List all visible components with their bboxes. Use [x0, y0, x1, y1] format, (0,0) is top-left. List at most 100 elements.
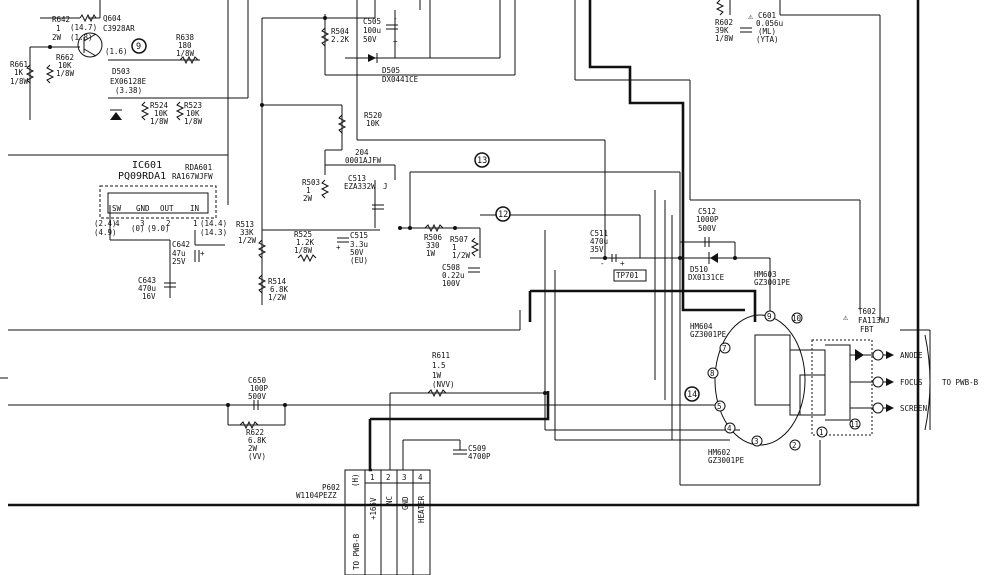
- fbt-pin-circles: [707, 310, 861, 451]
- c509-value: 4700P: [468, 452, 491, 461]
- capacitors: [164, 24, 752, 455]
- r622-value: 6.8K: [248, 436, 267, 445]
- r661-rating: 1/8W: [10, 77, 29, 86]
- polarity-minus-c505: -: [393, 14, 398, 23]
- r503-value: 1: [306, 186, 311, 195]
- ic601-num-3: 3: [140, 219, 145, 228]
- c512-name: C512: [698, 207, 716, 216]
- c509-name: C509: [468, 444, 486, 453]
- r638-name: R638: [176, 33, 195, 42]
- r602-name: R602: [715, 18, 733, 27]
- t602-part: FA113WJ: [858, 316, 890, 325]
- marker-9: 9: [136, 42, 141, 52]
- d510-name: D510: [690, 265, 709, 274]
- r513-value: 33K: [240, 228, 254, 237]
- r503-rating: 2W: [303, 194, 313, 203]
- c601-warning-icon: ⚠: [748, 12, 753, 22]
- ic601-num-2: 2: [166, 219, 171, 228]
- fbt-pin-4: 4: [727, 424, 732, 433]
- tp701-label: TP701: [616, 271, 639, 280]
- p602-num-1: 1: [370, 473, 375, 482]
- r662-value: 10K: [58, 61, 72, 70]
- r506-rating: 1W: [426, 249, 436, 258]
- ic601-v1: (2.4): [94, 219, 117, 228]
- c643-value: 470u: [138, 284, 156, 293]
- r602-rating: 1/8W: [715, 34, 734, 43]
- r506-value: 330: [426, 241, 440, 250]
- ic601-part: PQ09RDA1: [118, 171, 166, 182]
- c601-name: C601: [758, 11, 776, 20]
- c512-value: 1000P: [696, 215, 719, 224]
- fbt-screen-label: SCREEN: [900, 404, 927, 413]
- c650-name: C650: [248, 376, 267, 385]
- p602-pin-gnd: GND: [401, 496, 410, 510]
- ic601-outline: [99, 185, 217, 219]
- p602-to-pwb: TO PWB-B: [352, 533, 361, 570]
- to-pwb-b-label: TO PWB-B: [942, 378, 979, 387]
- fbt-pin-3: 3: [754, 437, 759, 446]
- fbt-pin-7: 7: [722, 344, 727, 353]
- q604-name: Q604: [103, 14, 122, 23]
- ic601-num-1: 1: [193, 219, 198, 228]
- ic601-pin-gnd: GND: [136, 204, 150, 213]
- r611-rating: 1W: [432, 371, 442, 380]
- c513-value: EZA332W: [344, 182, 376, 191]
- c643-name: C643: [138, 276, 156, 285]
- ic601-v4: (9.0): [147, 224, 170, 233]
- component-labels: R642 1 2W Q604 C3928AR (14.7) (1.8) (1.6…: [10, 11, 979, 570]
- polarity-minus-c511: -: [600, 259, 605, 268]
- r513-name: R513: [236, 220, 254, 229]
- r520-value: 10K: [366, 119, 380, 128]
- c515-value: 3.3u: [350, 240, 368, 249]
- c642-rating: 25V: [172, 257, 186, 266]
- c513-part: 0001AJFW: [345, 156, 382, 165]
- t602-type: FBT: [860, 325, 874, 334]
- r622-grade: (VV): [248, 452, 266, 461]
- r507-value: 1: [452, 243, 457, 252]
- hm604-name: HM604: [690, 322, 713, 331]
- c513-ref: 204: [355, 148, 369, 157]
- fbt-pin-8: 8: [710, 369, 715, 378]
- c508-value: 0.22u: [442, 271, 465, 280]
- r638-rating: 1/8W: [176, 49, 195, 58]
- r514-value: 6.8K: [270, 285, 289, 294]
- d505-name: D505: [382, 66, 400, 75]
- p602-name: P602: [322, 483, 340, 492]
- c511-name: C511: [590, 229, 608, 238]
- r524-rating: 1/8W: [150, 117, 169, 126]
- ic601-v6: (14.3): [200, 228, 227, 237]
- ic601-pin-in: IN: [190, 204, 199, 213]
- c601-value: 0.056u: [756, 19, 783, 28]
- c512-rating: 500V: [698, 224, 717, 233]
- fbt-output-connectors: [872, 334, 931, 431]
- r504-name: R504: [331, 27, 350, 36]
- c505-value: 100u: [363, 26, 381, 35]
- rda601-name: RDA601: [185, 163, 212, 172]
- fbt-pin-5: 5: [717, 402, 722, 411]
- d503-part: EX06128E: [110, 77, 147, 86]
- rda601-part: RA167WJFW: [172, 172, 213, 181]
- c601-type: (ML): [758, 27, 776, 36]
- p602-num-4: 4: [418, 473, 423, 482]
- r611-grade: (NVV): [432, 380, 455, 389]
- c505-rating: 50V: [363, 35, 377, 44]
- r504-value: 2.2K: [331, 35, 350, 44]
- c515-rating: 50V: [350, 248, 364, 257]
- p602-pin-heater: HEATER: [417, 495, 426, 523]
- diodes: [110, 53, 718, 264]
- q604-v2: (1.8): [70, 33, 93, 42]
- p602-pin-nc: NC: [385, 496, 394, 505]
- polarity-plus-c515: +: [336, 243, 341, 252]
- tp701-box: [613, 269, 647, 282]
- r611-value: 1.5: [432, 361, 446, 370]
- ic601-pin-sw: SW: [112, 204, 122, 213]
- r662-name: R662: [56, 53, 74, 62]
- c508-name: C508: [442, 263, 461, 272]
- junction-dots: [48, 16, 737, 407]
- pin-markers: [131, 38, 700, 402]
- r514-name: R514: [268, 277, 287, 286]
- c601-grade: (YTA): [756, 35, 779, 44]
- c508-rating: 100V: [442, 279, 461, 288]
- fbt-anode-label: ANODE: [900, 351, 923, 360]
